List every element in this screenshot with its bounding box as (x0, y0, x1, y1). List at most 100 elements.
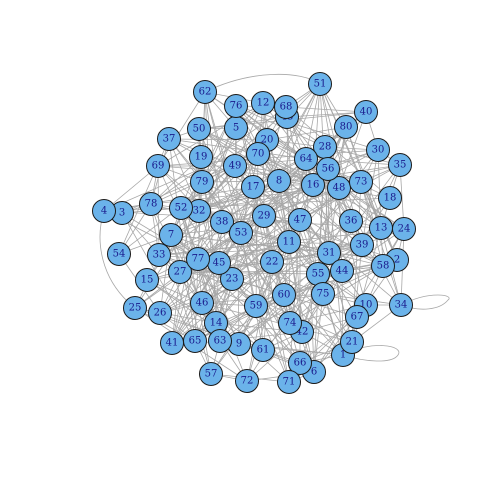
node-circle (147, 243, 171, 267)
node-label: 24 (398, 224, 411, 235)
node-label: 57 (205, 369, 218, 380)
edge-27-74 (179, 271, 291, 324)
node-57: 57 (199, 362, 223, 386)
node-circle (169, 196, 193, 220)
node-label: 52 (175, 203, 188, 214)
node-circle (199, 362, 223, 386)
node-label: 46 (196, 298, 209, 309)
edge-22-39 (271, 244, 363, 263)
node-circle (246, 142, 270, 166)
node-8: 8 (267, 169, 291, 193)
node-label: 70 (252, 149, 265, 160)
edge-58-74 (289, 265, 384, 324)
node-label: 35 (394, 160, 407, 171)
node-circle (235, 369, 259, 393)
node-label: 62 (199, 87, 212, 98)
node-label: 26 (154, 308, 167, 319)
node-label: 47 (294, 215, 307, 226)
edge-7-19 (170, 156, 202, 236)
node-circle (327, 176, 351, 200)
node-label: 5 (233, 123, 239, 134)
node-label: 20 (261, 135, 274, 146)
node-circle (301, 173, 325, 197)
node-label: 67 (351, 312, 364, 323)
node-label: 64 (300, 154, 313, 165)
node-23: 23 (220, 267, 244, 291)
node-56: 56 (316, 157, 340, 181)
node-label: 50 (193, 124, 206, 135)
node-label: 54 (113, 249, 126, 260)
edge-37-65 (168, 138, 196, 342)
node-label: 37 (163, 134, 176, 145)
edge-60-63 (219, 294, 285, 342)
node-59: 59 (244, 294, 268, 318)
node-38: 38 (210, 210, 234, 234)
node-label: 56 (322, 164, 335, 175)
node-51: 51 (308, 72, 332, 96)
node-label: 4 (101, 206, 107, 217)
node-22: 22 (260, 250, 284, 274)
node-80: 80 (334, 115, 358, 139)
node-label: 13 (375, 223, 388, 234)
node-label: 48 (333, 183, 346, 194)
edge-68-78 (150, 106, 287, 205)
node-label: 15 (141, 275, 154, 286)
node-25: 25 (123, 296, 147, 320)
node-62: 62 (193, 80, 217, 104)
node-circle (168, 260, 192, 284)
node-label: 19 (195, 152, 208, 163)
node-61: 61 (251, 338, 275, 362)
edge-2-80 (345, 126, 398, 261)
node-label: 25 (129, 303, 142, 314)
node-40: 40 (354, 100, 378, 124)
node-label: 60 (278, 290, 291, 301)
node-circle (251, 338, 275, 362)
node-label: 16 (307, 180, 320, 191)
node-44: 44 (330, 259, 354, 283)
node-37: 37 (157, 127, 181, 151)
node-35: 35 (388, 153, 412, 177)
edge-18-52 (180, 197, 391, 209)
node-label: 27 (174, 267, 187, 278)
node-label: 68 (280, 102, 293, 113)
node-69: 69 (146, 154, 170, 178)
node-circle (272, 283, 296, 307)
node-36: 36 (339, 209, 363, 233)
node-circle (288, 208, 312, 232)
node-label: 78 (145, 199, 158, 210)
node-19: 19 (189, 145, 213, 169)
node-circle (389, 293, 413, 317)
edge-11-45 (218, 241, 290, 264)
node-label: 11 (283, 237, 296, 248)
node-circle (349, 170, 373, 194)
node-12: 12 (251, 91, 275, 115)
edge-44-48 (338, 187, 343, 272)
node-label: 42 (296, 327, 309, 338)
node-label: 30 (372, 145, 385, 156)
node-label: 69 (152, 161, 165, 172)
node-24: 24 (392, 217, 416, 241)
edge-62-69 (157, 91, 206, 167)
node-circle (92, 199, 116, 223)
edge-36-59 (255, 220, 352, 307)
node-label: 10 (360, 300, 373, 311)
node-49: 49 (223, 154, 247, 178)
edge-40-48 (338, 111, 367, 189)
edge-66-67 (299, 316, 358, 364)
node-circle (189, 145, 213, 169)
edge-38-69 (157, 165, 223, 223)
node-34: 34 (389, 293, 413, 317)
edge-47-49 (234, 165, 301, 221)
edge-8-79 (201, 180, 280, 183)
node-circle (350, 233, 374, 257)
arc-62-51 (204, 73, 321, 93)
edge-4-20 (103, 139, 268, 212)
node-circle (190, 170, 214, 194)
node-label: 7 (168, 230, 174, 241)
node-60: 60 (272, 283, 296, 307)
node-label: 61 (257, 345, 270, 356)
node-label: 77 (192, 254, 205, 265)
node-label: 3 (119, 208, 125, 219)
node-circle (187, 117, 211, 141)
node-label: 75 (317, 289, 330, 300)
